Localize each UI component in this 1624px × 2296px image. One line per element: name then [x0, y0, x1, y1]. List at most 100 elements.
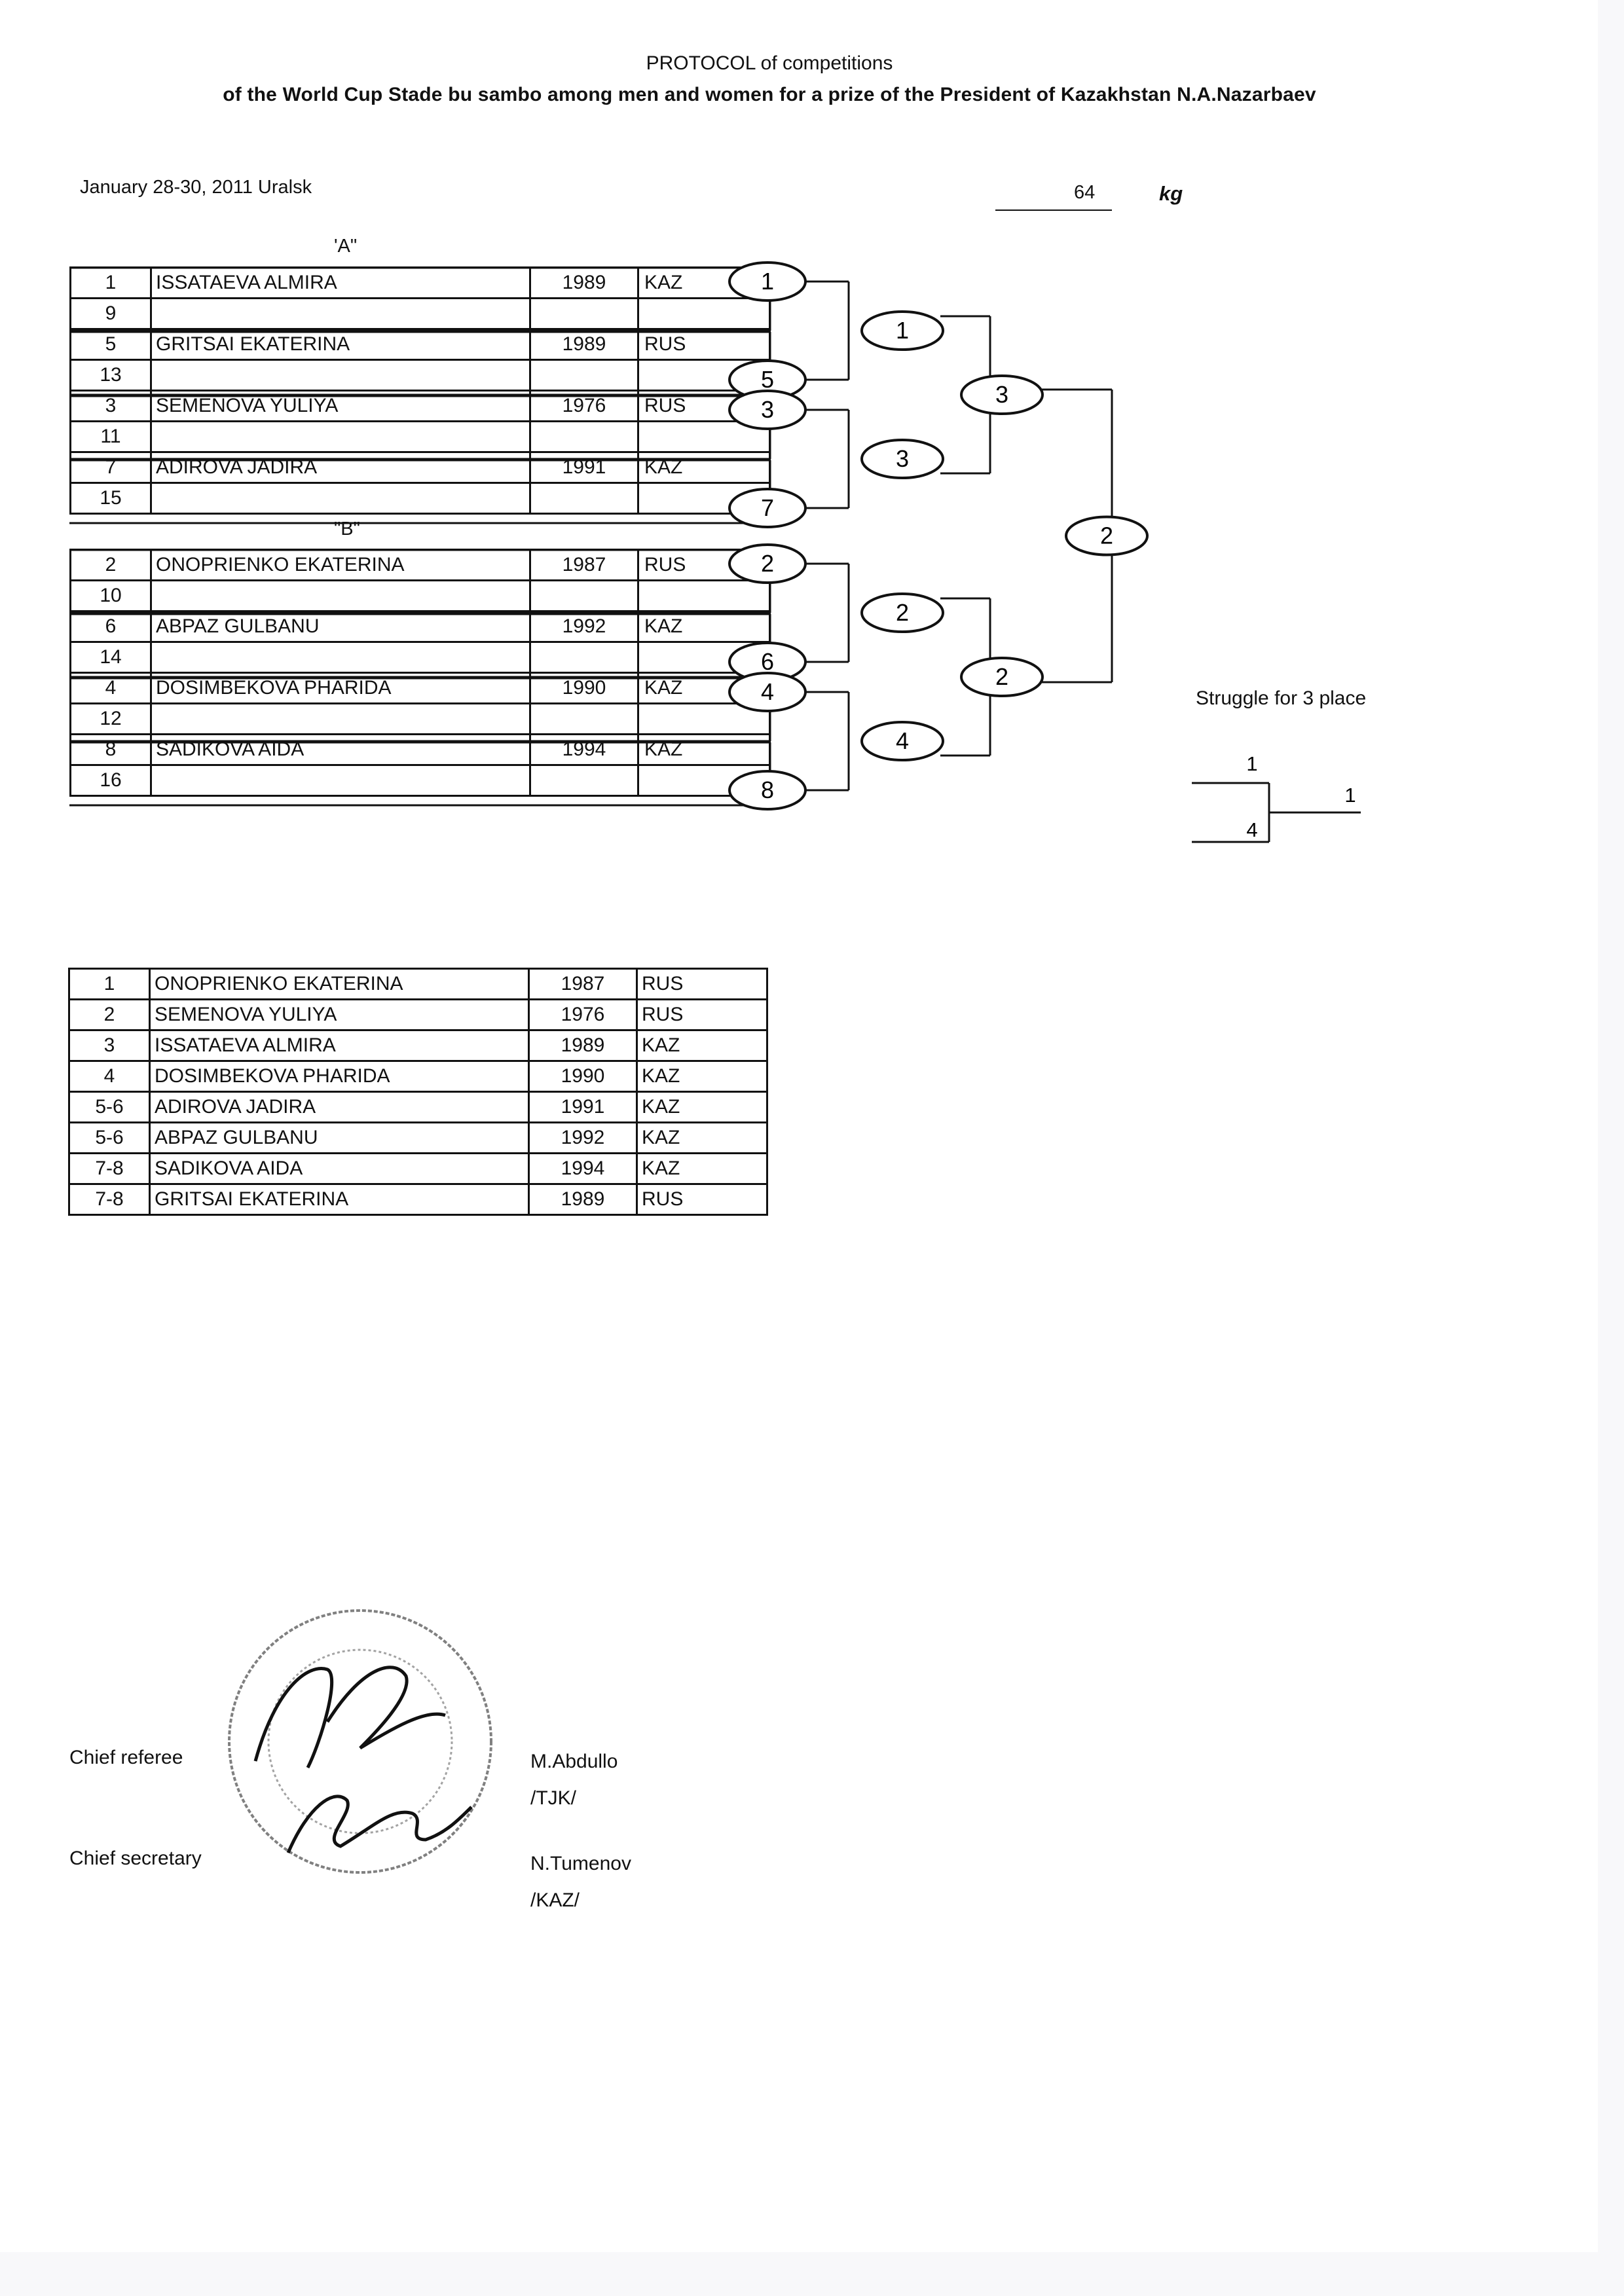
draw-number: 8: [69, 733, 152, 766]
country: RUS: [637, 328, 771, 361]
athlete-name: [150, 482, 531, 515]
athlete-name: DOSIMBEKOVA PHARIDA: [149, 1060, 530, 1093]
third-place-lines: [1192, 782, 1361, 843]
weight-unit: kg: [1159, 182, 1183, 205]
secretary-signature: [286, 1795, 473, 1853]
chief-secretary-country: /KAZ/: [530, 1889, 580, 1911]
bout-winner-number: 2: [1100, 522, 1113, 549]
athlete-name: ADIROVA JADIRA: [150, 451, 531, 484]
official-stamp: [228, 1609, 492, 1874]
country: [637, 297, 771, 330]
birth-year: [529, 579, 639, 612]
draw-number: 13: [69, 359, 152, 392]
place: 7-8: [68, 1152, 151, 1185]
athlete-name: [150, 359, 531, 392]
group-b-label: "B": [334, 519, 360, 539]
table-row: 12: [69, 702, 771, 735]
chief-referee-label: Chief referee: [69, 1747, 183, 1768]
round2-bout: 1: [860, 310, 944, 351]
semifinal-bout: 2: [960, 657, 1044, 697]
birth-year: 1987: [529, 549, 639, 581]
round2-bout: 2: [860, 592, 944, 633]
athlete-name: [150, 702, 531, 735]
birth-year: 1989: [528, 1183, 638, 1216]
round2-bout: 4: [860, 721, 944, 761]
birth-year: [529, 641, 639, 674]
protocol-title: PROTOCOL of competitions: [646, 52, 893, 74]
bout-oval: [860, 592, 944, 633]
chief-secretary-label: Chief secretary: [69, 1848, 202, 1869]
bout-winner-number: 2: [761, 550, 774, 577]
athlete-name: [150, 641, 531, 674]
birth-year: [529, 764, 639, 797]
bout-oval: [728, 672, 807, 712]
round1-bout: 7: [728, 488, 807, 528]
final-bout: 2: [1065, 515, 1149, 556]
table-row: 15: [69, 482, 771, 515]
country: RUS: [636, 968, 768, 1000]
country: [637, 420, 771, 453]
birth-year: 1992: [529, 610, 639, 643]
bracket-lines: [69, 266, 1113, 807]
bout-winner-number: 3: [761, 396, 774, 423]
birth-year: [529, 359, 639, 392]
table-row: 13: [69, 359, 771, 392]
round1-bout: 8: [728, 770, 807, 811]
birth-year: 1991: [529, 451, 639, 484]
country: RUS: [636, 1183, 768, 1216]
bout-oval: [860, 310, 944, 351]
athlete-name: ABPAZ GULBANU: [150, 610, 531, 643]
birth-year: 1989: [528, 1029, 638, 1062]
draw-number: 12: [69, 702, 152, 735]
athlete-name: ONOPRIENKO EKATERINA: [150, 549, 531, 581]
birth-year: [529, 420, 639, 453]
birth-year: [529, 702, 639, 735]
table-row: 9: [69, 297, 771, 330]
place: 7-8: [68, 1183, 151, 1216]
third-place-title: Struggle for 3 place: [1196, 687, 1367, 709]
bout-oval: [728, 390, 807, 430]
round1-bout: 2: [728, 543, 807, 584]
bout-oval: [728, 543, 807, 584]
athlete-name: GRITSAI EKATERINA: [149, 1183, 530, 1216]
table-row: 16: [69, 764, 771, 797]
chief-referee-country: /TJK/: [530, 1787, 577, 1809]
athlete-name: [150, 579, 531, 612]
bout-oval: [860, 721, 944, 761]
draw-number: 15: [69, 482, 152, 515]
round2-bout: 3: [860, 439, 944, 479]
birth-year: 1989: [529, 266, 639, 299]
athlete-name: ADIROVA JADIRA: [149, 1091, 530, 1123]
athlete-name: ABPAZ GULBANU: [149, 1121, 530, 1154]
place: 5-6: [68, 1091, 151, 1123]
date-place: January 28-30, 2011 Uralsk: [80, 177, 312, 198]
bout-oval: [728, 770, 807, 811]
country: KAZ: [636, 1091, 768, 1123]
bout-oval: [728, 261, 807, 302]
third-place-bottom: 4: [1246, 818, 1257, 841]
table-row: 11: [69, 420, 771, 453]
round1-bout: 1: [728, 261, 807, 302]
protocol-page: PROTOCOL of competitions of the World Cu…: [68, 52, 1367, 1911]
bout-oval: [960, 657, 1044, 697]
place: 5-6: [68, 1121, 151, 1154]
draw-number: 10: [69, 579, 152, 612]
athlete-name: ISSATAEVA ALMIRA: [149, 1029, 530, 1062]
chief-referee-name: M.Abdullo: [530, 1751, 618, 1772]
athlete-name: SADIKOVA AIDA: [149, 1152, 530, 1185]
bout-winner-number: 8: [761, 776, 774, 803]
birth-year: [529, 482, 639, 515]
birth-year: 1987: [528, 968, 638, 1000]
country: RUS: [636, 998, 768, 1031]
bout-winner-number: 6: [761, 648, 774, 675]
athlete-name: ONOPRIENKO EKATERINA: [149, 968, 530, 1000]
